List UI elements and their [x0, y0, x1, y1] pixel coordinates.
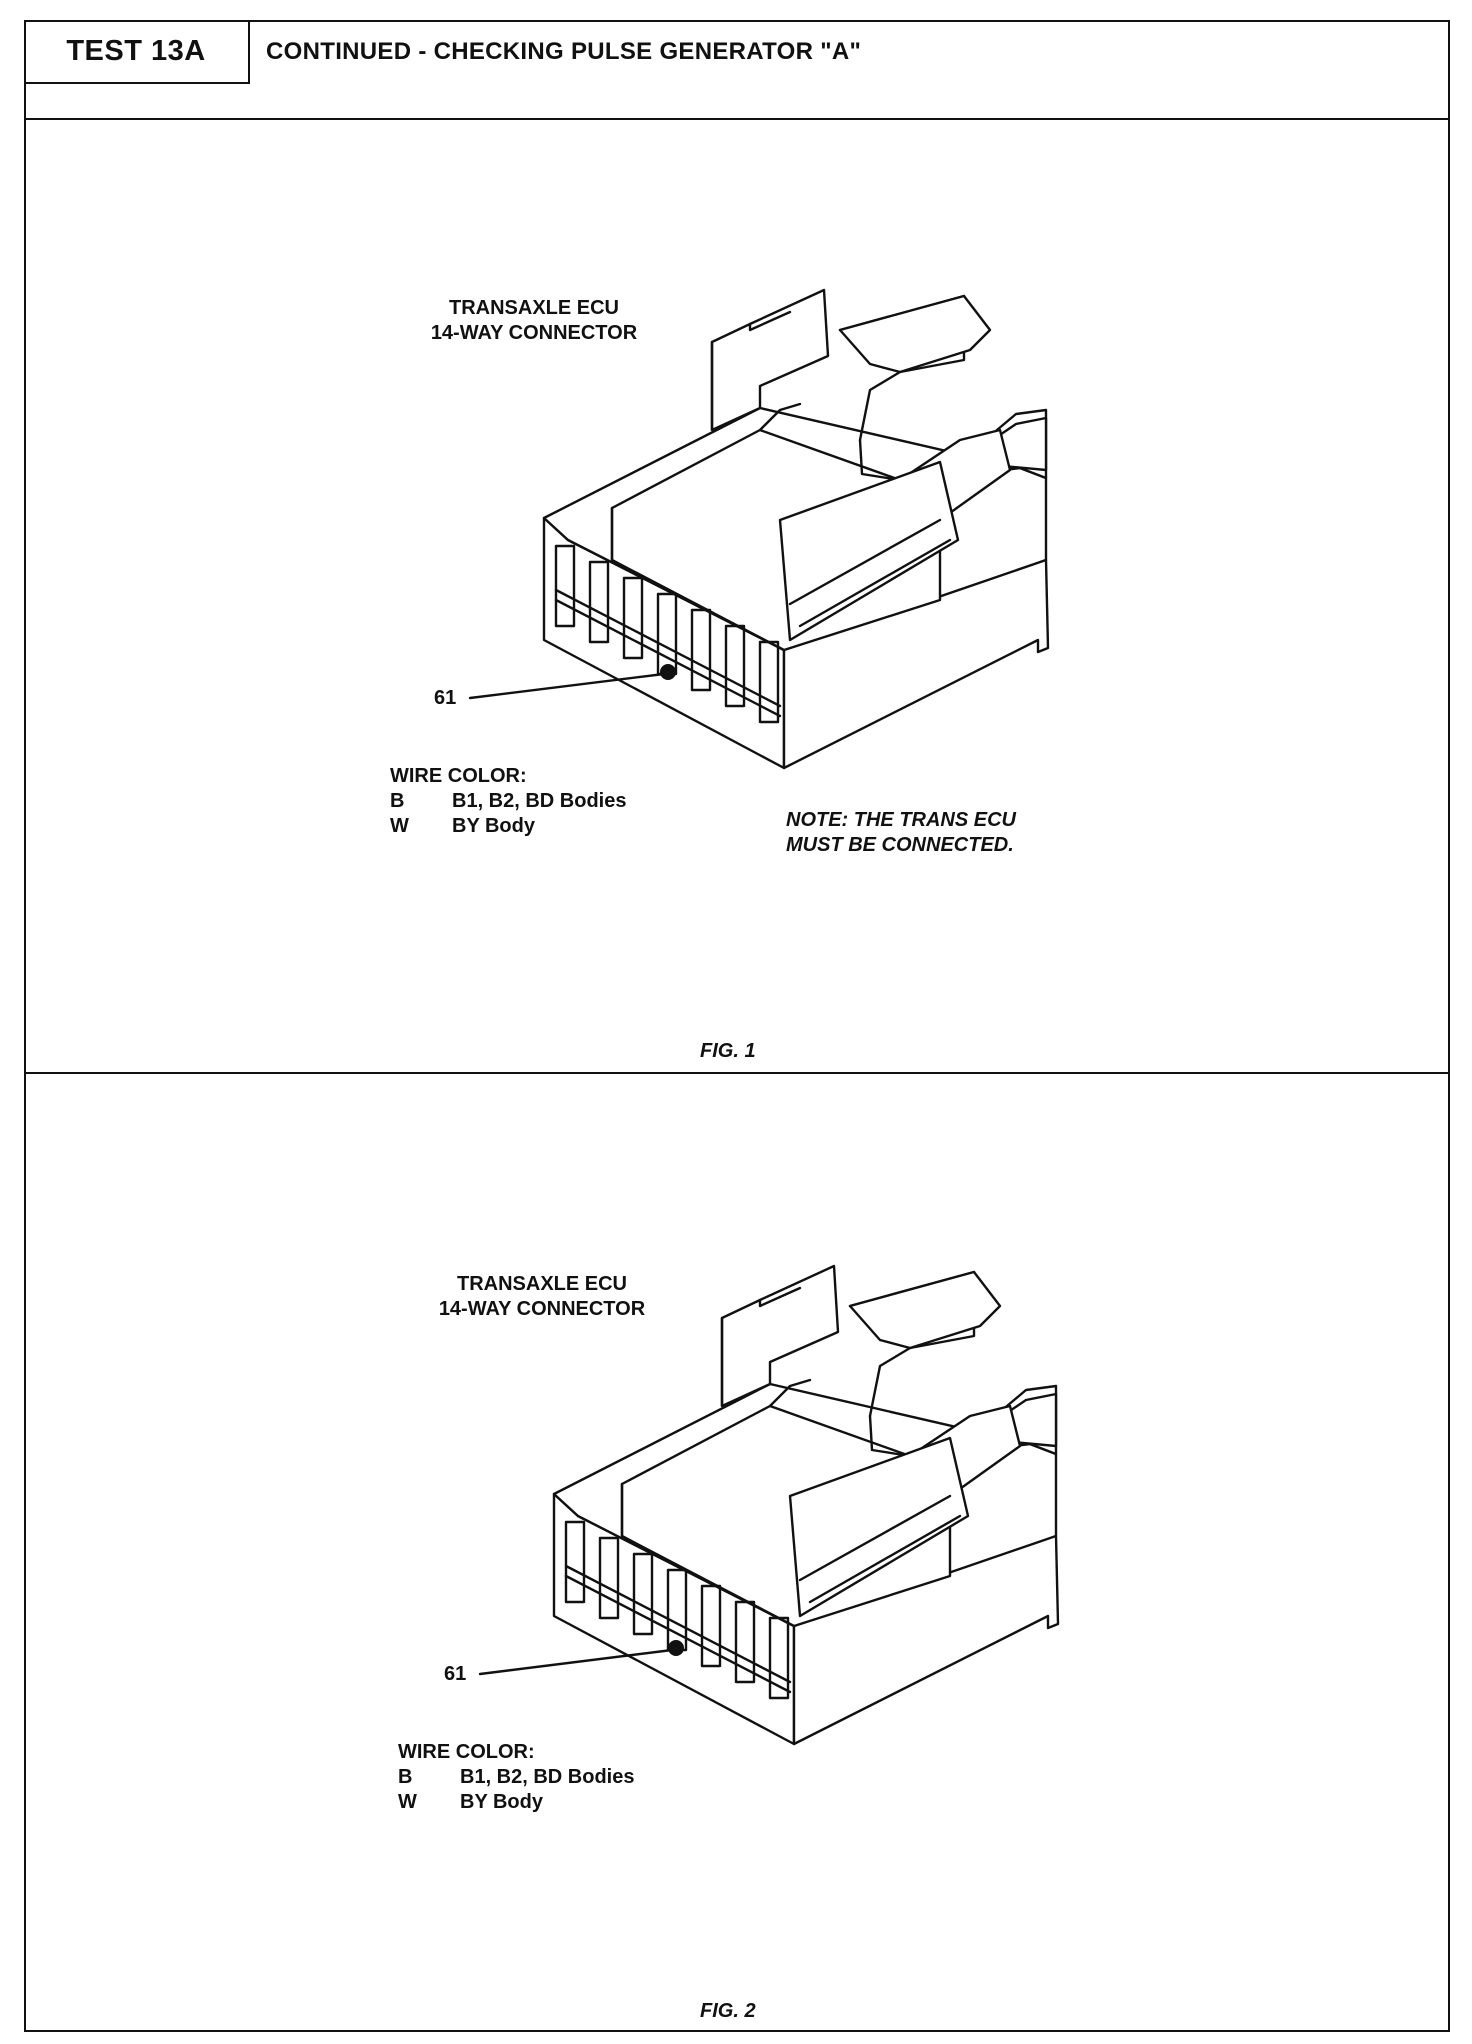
header-divider: [24, 118, 1450, 120]
connector-title-line1: TRANSAXLE ECU: [456, 1273, 627, 1295]
connector-right-face: [782, 558, 1050, 770]
connector-title-line2: 14-WAY CONNECTOR: [430, 322, 638, 344]
note-line1: NOTE: THE TRANS ECU: [786, 809, 1016, 831]
wire-color-heading: WIRE COLOR:: [390, 765, 527, 787]
connector-title: TRANSAXLE ECU 14-WAY CONNECTOR: [412, 1272, 672, 1322]
connector-left-tab: [720, 1264, 840, 1408]
wire-desc: B1, B2, BD Bodies: [452, 790, 627, 812]
wire-code: W: [390, 815, 409, 837]
connector-body: [478, 1264, 1060, 1746]
wire-row: W BY Body: [390, 814, 626, 839]
figure-caption: FIG. 2: [700, 2000, 756, 2022]
wire-color-legend: WIRE COLOR: B B1, B2, BD Bodies W BY Bod…: [398, 1740, 634, 1815]
connection-note: NOTE: THE TRANS ECU MUST BE CONNECTED.: [786, 808, 1016, 858]
page-title: CONTINUED - CHECKING PULSE GENERATOR "A": [266, 38, 862, 65]
pin-61-leader: [478, 1648, 674, 1676]
wire-row: B B1, B2, BD Bodies: [390, 789, 626, 814]
page-frame: [24, 20, 1450, 2032]
wire-code: W: [398, 1791, 417, 1813]
pin-label: 61: [444, 1663, 467, 1685]
wire-code: B: [398, 1766, 413, 1788]
pin-61-leader: [468, 672, 666, 700]
wire-desc: B1, B2, BD Bodies: [460, 1766, 635, 1788]
pin-label: 61: [434, 687, 457, 709]
connector-title-line2: 14-WAY CONNECTOR: [438, 1298, 646, 1320]
connector-title-line1: TRANSAXLE ECU: [448, 297, 619, 319]
wire-color-heading: WIRE COLOR:: [398, 1741, 535, 1763]
pin-61-marker: [660, 664, 676, 680]
wire-color-legend: WIRE COLOR: B B1, B2, BD Bodies W BY Bod…: [390, 764, 626, 839]
wire-row: W BY Body: [398, 1790, 634, 1815]
connector-left-tab: [710, 288, 830, 432]
figure-divider: [24, 1072, 1450, 1074]
figure-caption: FIG. 1: [700, 1040, 756, 1062]
wire-desc: BY Body: [460, 1791, 543, 1813]
connector-right-face: [792, 1534, 1060, 1746]
pin-61-marker: [668, 1640, 684, 1656]
connector-body: [468, 288, 1050, 770]
note-line2: MUST BE CONNECTED.: [786, 834, 1014, 856]
wire-row: B B1, B2, BD Bodies: [398, 1765, 634, 1790]
test-number-box: TEST 13A: [24, 20, 250, 84]
wire-code: B: [390, 790, 405, 812]
connector-title: TRANSAXLE ECU 14-WAY CONNECTOR: [404, 296, 664, 346]
wire-desc: BY Body: [452, 815, 535, 837]
